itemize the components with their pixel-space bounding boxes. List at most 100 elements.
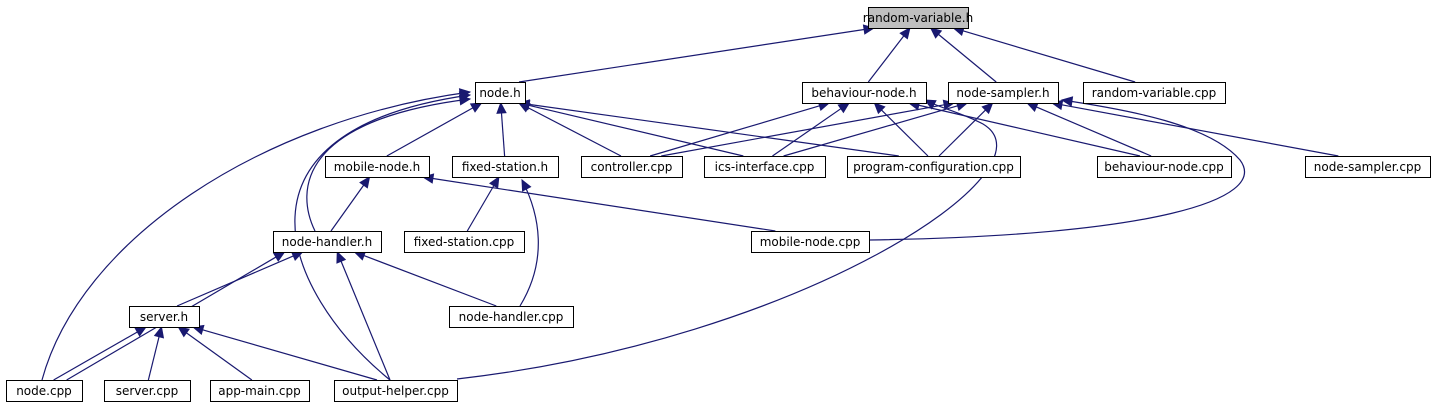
node-random-variable-h[interactable]: random-variable.h bbox=[863, 7, 973, 29]
edge-arrowhead bbox=[521, 178, 532, 192]
node-label: node-handler.cpp bbox=[459, 310, 564, 324]
node-node-h[interactable]: node.h bbox=[475, 82, 526, 104]
edge-line bbox=[186, 332, 253, 381]
edge-controller-cpp-to-behaviour-node-h bbox=[649, 100, 831, 157]
edge-line bbox=[466, 185, 495, 232]
edge-program-configuration-cpp-to-behaviour-node-h bbox=[873, 102, 929, 157]
edge-line bbox=[528, 104, 744, 157]
edge-line bbox=[661, 104, 945, 157]
edge-output-helper-cpp-to-node-handler-h bbox=[336, 250, 391, 381]
node-box bbox=[948, 82, 1059, 104]
node-label: ics-interface.cpp bbox=[715, 160, 815, 174]
edge-program-configuration-cpp-to-node-sampler-h bbox=[938, 102, 994, 157]
node-behaviour-node-h[interactable]: behaviour-node.h bbox=[802, 82, 927, 104]
edge-arrowhead bbox=[929, 27, 943, 39]
node-box bbox=[704, 156, 826, 178]
edge-arrowhead bbox=[458, 91, 472, 102]
node-server-cpp[interactable]: server.cpp bbox=[104, 380, 191, 402]
node-label: node.h bbox=[479, 86, 520, 100]
node-node-sampler-h[interactable]: node-sampler.h bbox=[948, 82, 1059, 104]
edge-line bbox=[881, 109, 929, 157]
edge-line bbox=[962, 30, 1136, 83]
edge-line bbox=[147, 336, 160, 381]
edge-random-variable-cpp-to-random-variable-h bbox=[952, 25, 1136, 83]
node-fixed-station-cpp[interactable]: fixed-station.cpp bbox=[404, 231, 525, 253]
node-mobile-node-h[interactable]: mobile-node.h bbox=[325, 156, 430, 178]
edge-behaviour-node-h-to-random-variable-h bbox=[867, 27, 911, 83]
edge-arrowhead bbox=[469, 102, 483, 113]
edge-line bbox=[386, 107, 474, 157]
node-node-handler-h[interactable]: node-handler.h bbox=[273, 231, 382, 253]
node-program-configuration-cpp[interactable]: program-configuration.cpp bbox=[847, 156, 1021, 178]
node-box bbox=[1097, 156, 1232, 178]
node-label: server.cpp bbox=[116, 384, 179, 398]
edge-line bbox=[938, 33, 997, 83]
node-output-helper-cpp[interactable]: output-helper.cpp bbox=[334, 380, 458, 402]
edge-line bbox=[649, 105, 820, 157]
node-label: behaviour-node.cpp bbox=[1104, 160, 1223, 174]
edge-line bbox=[1061, 104, 1339, 157]
edge-arrowhead bbox=[923, 99, 937, 110]
node-node-cpp[interactable]: node.cpp bbox=[6, 380, 83, 402]
edge-arrowhead bbox=[272, 251, 286, 262]
node-node-sampler-cpp[interactable]: node-sampler.cpp bbox=[1305, 156, 1431, 178]
node-box bbox=[475, 82, 526, 104]
node-mobile-node-cpp[interactable]: mobile-node.cpp bbox=[751, 231, 870, 253]
node-label: behaviour-node.h bbox=[811, 86, 916, 100]
edge-line bbox=[294, 94, 471, 381]
node-node-handler-cpp[interactable]: node-handler.cpp bbox=[449, 306, 574, 328]
edge-arrowhead bbox=[981, 102, 994, 115]
node-fixed-station-h[interactable]: fixed-station.h bbox=[452, 156, 559, 178]
node-box bbox=[449, 306, 574, 328]
edge-line bbox=[363, 255, 497, 307]
node-box bbox=[334, 380, 458, 402]
node-server-h[interactable]: server.h bbox=[129, 306, 200, 328]
edge-line bbox=[783, 105, 958, 157]
edge-line bbox=[918, 104, 1141, 157]
edge-fixed-station-h-to-node-h bbox=[496, 101, 507, 157]
edge-node-h-to-random-variable-h bbox=[518, 24, 876, 83]
edge-node-sampler-cpp-to-node-sampler-h bbox=[1050, 99, 1339, 157]
edge-line bbox=[938, 109, 986, 157]
node-box bbox=[404, 231, 525, 253]
edge-arrowhead bbox=[488, 175, 500, 189]
edge-output-helper-cpp-to-server-h bbox=[191, 324, 378, 381]
node-app-main-cpp[interactable]: app-main.cpp bbox=[210, 380, 310, 402]
edge-arrowhead bbox=[873, 102, 886, 115]
edge-arrowhead bbox=[1026, 102, 1039, 112]
edge-node-sampler-h-to-random-variable-h bbox=[929, 27, 997, 83]
node-box bbox=[104, 380, 191, 402]
node-box bbox=[847, 156, 1021, 178]
edge-line bbox=[519, 179, 539, 307]
node-box bbox=[210, 380, 310, 402]
node-behaviour-node-cpp[interactable]: behaviour-node.cpp bbox=[1097, 156, 1232, 178]
edge-server-cpp-to-server-h bbox=[147, 325, 165, 381]
edge-fixed-station-cpp-to-fixed-station-h bbox=[466, 175, 500, 232]
edge-line bbox=[867, 35, 905, 83]
node-label: controller.cpp bbox=[591, 160, 673, 174]
edge-node-handler-h-to-mobile-node-h bbox=[330, 176, 371, 232]
edge-arrowhead bbox=[837, 102, 851, 114]
edge-line bbox=[306, 98, 471, 232]
node-box bbox=[802, 82, 927, 104]
edge-behaviour-node-cpp-to-behaviour-node-h bbox=[907, 100, 1141, 157]
node-label: fixed-station.h bbox=[462, 160, 548, 174]
node-layer: random-variable.h node.h behaviour-node.h n… bbox=[6, 7, 1431, 402]
node-controller-cpp[interactable]: controller.cpp bbox=[581, 156, 683, 178]
node-label: output-helper.cpp bbox=[342, 384, 449, 398]
edge-line bbox=[527, 107, 622, 157]
edge-arrowhead bbox=[177, 326, 190, 338]
node-box bbox=[273, 231, 382, 253]
edge-node-handler-cpp-to-node-handler-h bbox=[353, 250, 497, 307]
node-label: random-variable.cpp bbox=[1092, 86, 1217, 100]
edge-layer bbox=[41, 24, 1339, 381]
node-box bbox=[129, 306, 200, 328]
edge-line bbox=[340, 261, 391, 381]
edge-line bbox=[456, 99, 998, 380]
node-random-variable-cpp[interactable]: random-variable.cpp bbox=[1083, 82, 1226, 104]
node-box bbox=[1083, 82, 1226, 104]
node-ics-interface-cpp[interactable]: ics-interface.cpp bbox=[704, 156, 826, 178]
edge-arrowhead bbox=[899, 27, 911, 40]
node-label: node-handler.h bbox=[282, 235, 372, 249]
